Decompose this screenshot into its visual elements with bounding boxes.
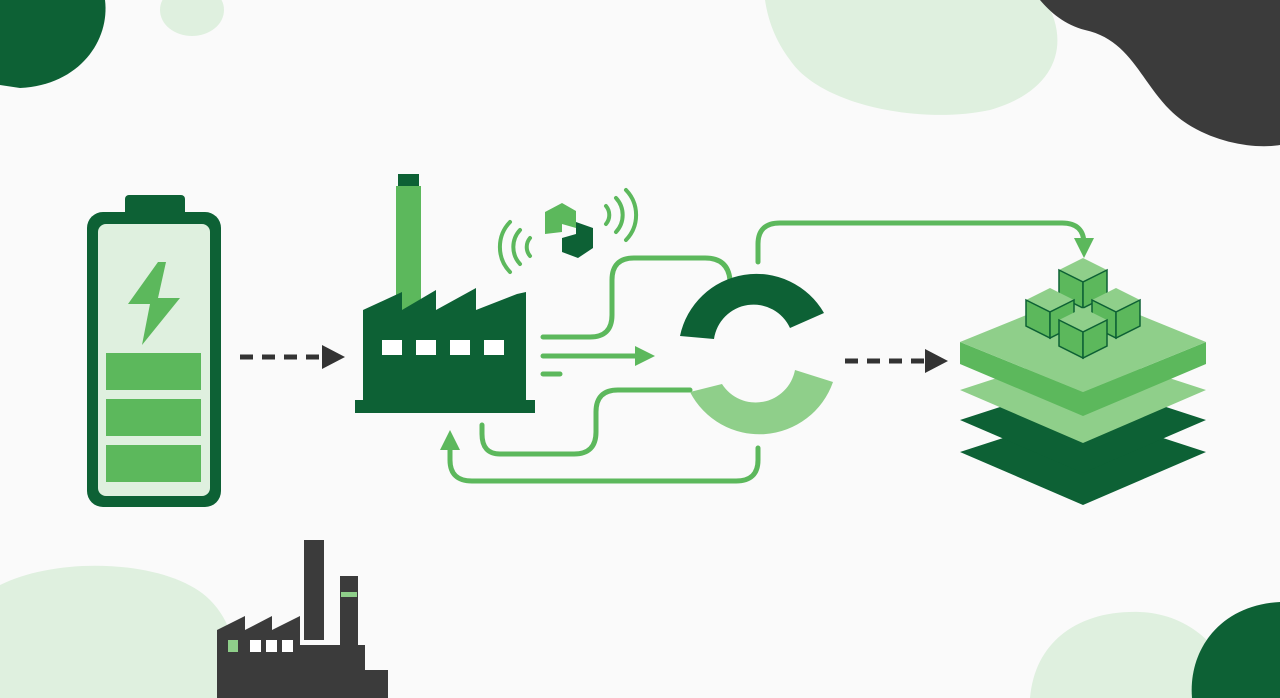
return-loop-arrow bbox=[440, 430, 761, 484]
battery-charge-segment bbox=[106, 445, 201, 482]
signal-waves-icon bbox=[497, 188, 639, 274]
blob-bottom-left-pale bbox=[0, 565, 235, 698]
blob-top-left-dark bbox=[0, 0, 106, 88]
battery-charging-icon bbox=[87, 195, 221, 507]
blob-top-right-dark bbox=[1040, 0, 1280, 147]
battery-charge-segment bbox=[106, 353, 201, 390]
top-link-line bbox=[540, 255, 733, 340]
blob-bottom-right-dark bbox=[1191, 602, 1280, 698]
recycle-ring-icon bbox=[680, 273, 833, 435]
lightning-bolt-icon bbox=[128, 262, 180, 345]
dashed-arrow-battery-to-factory bbox=[240, 345, 345, 369]
dashed-arrow-recycle-to-materials bbox=[845, 349, 948, 373]
factory-icon bbox=[355, 174, 535, 413]
cube-front bbox=[1058, 308, 1108, 360]
battery-charge-segment bbox=[106, 399, 201, 436]
connector-logo-icon bbox=[545, 203, 593, 258]
background-factory-icon bbox=[217, 540, 388, 698]
return-inner-line bbox=[479, 387, 693, 457]
stacked-layers-cubes-icon bbox=[960, 258, 1206, 505]
top-loop-arrow bbox=[755, 220, 1094, 265]
blob-top-left-pale bbox=[160, 0, 224, 36]
blob-bottom-right-pale bbox=[1030, 611, 1235, 698]
blob-top-right-pale bbox=[765, 0, 1058, 115]
connector-lines bbox=[440, 220, 1094, 484]
layer-top-side bbox=[960, 342, 1206, 416]
